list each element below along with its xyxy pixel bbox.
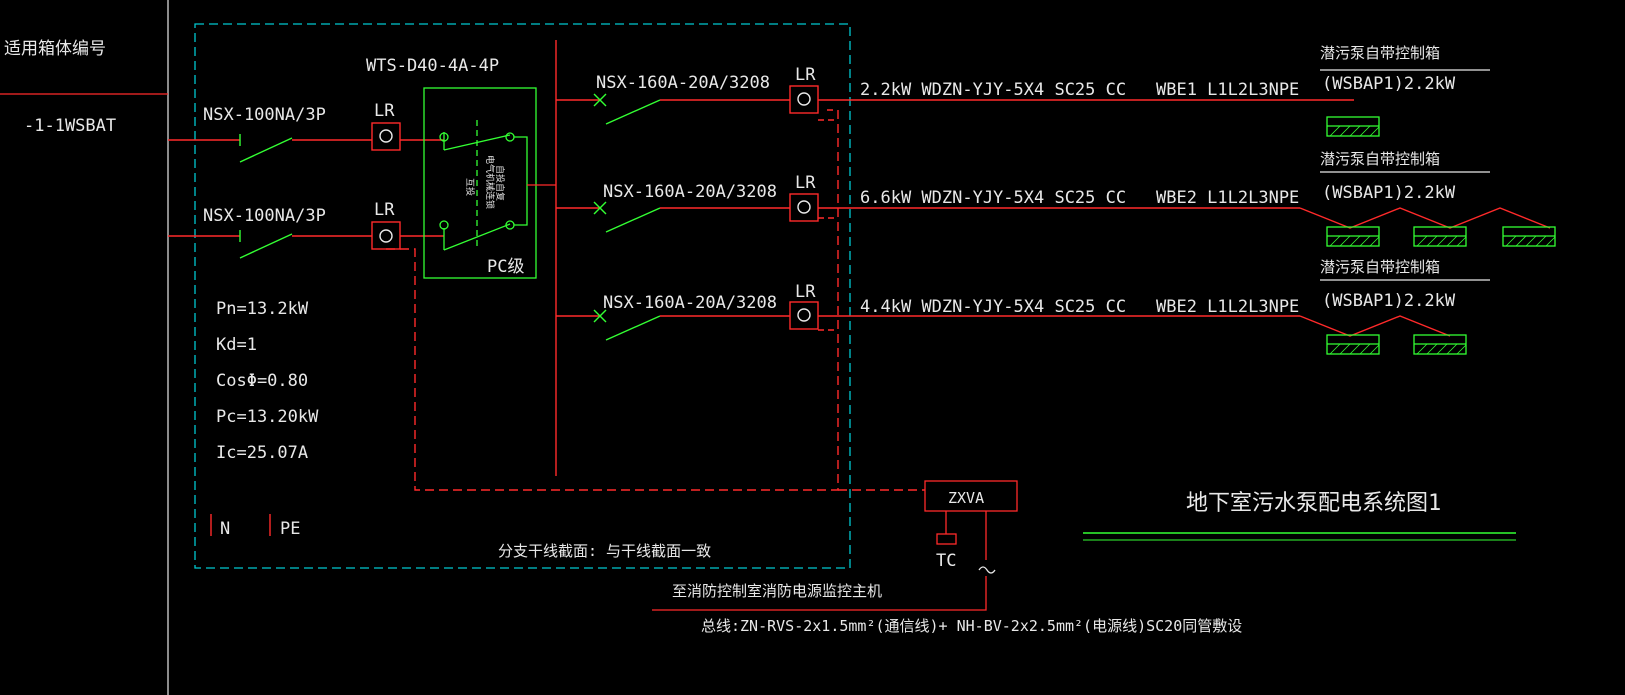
monitor-destination-text: 至消防控制室消防电源监控主机 <box>672 582 882 600</box>
outgoing-relay-1-label: LR <box>795 65 816 85</box>
incoming-feeders <box>168 109 839 491</box>
kd-value: Kd=1 <box>216 335 257 355</box>
incoming-breaker-1-label: NSX-100NA/3P <box>203 105 326 125</box>
pc-value: Pc=13.20kW <box>216 407 319 427</box>
outgoing-cable-1-label: 2.2kW WDZN-YJY-5X4 SC25 CC <box>860 80 1126 100</box>
ats-inner-text-2: 自投自复 <box>494 165 506 201</box>
legend-pe-label: PE <box>280 519 300 539</box>
monitor-bus-text: 总线:ZN-RVS-2x1.5mm²(通信线)+ NH-BV-2x2.5mm²(… <box>701 617 1242 635</box>
load-title-2: 潜污泵自带控制箱 <box>1320 150 1440 168</box>
outgoing-relay-3-label: LR <box>795 282 816 302</box>
box-id-header: 适用箱体编号 <box>4 39 106 59</box>
box-id-value: -1-1WSBAT <box>24 116 116 136</box>
ats-inner-text-3: 互投 <box>464 178 476 196</box>
outgoing-breaker-2-label: NSX-160A-20A/3208 <box>603 182 777 202</box>
load-value-3: (WSBAP1)2.2kW <box>1322 291 1456 311</box>
load-value-1: (WSBAP1)2.2kW <box>1322 74 1456 94</box>
outgoing-cable-2-label: 6.6kW WDZN-YJY-5X4 SC25 CC <box>860 188 1126 208</box>
monitor-tc-label: TC <box>936 551 956 571</box>
incoming-breaker-2-label: NSX-100NA/3P <box>203 206 326 226</box>
drawing-title: 地下室污水泵配电系统图1 <box>1186 491 1441 516</box>
load-value-2: (WSBAP1)2.2kW <box>1322 183 1456 203</box>
outgoing-feeders <box>556 85 1551 491</box>
monitor-module <box>652 480 1018 611</box>
left-panel: 适用箱体编号 -1-1WSBAT <box>0 0 169 695</box>
pn-value: Pn=13.2kW <box>216 299 309 319</box>
ic-value: Ic=25.07A <box>216 443 308 463</box>
pump-loads <box>1320 69 1490 281</box>
incoming-relay-2-label: LR <box>374 200 395 220</box>
branch-section-note: 分支干线截面: 与干线截面一致 <box>498 542 711 560</box>
incoming-relay-1-label: LR <box>374 101 395 121</box>
monitor-module-label: ZXVA <box>948 489 984 507</box>
load-title-3: 潜污泵自带控制箱 <box>1320 258 1440 276</box>
load-title-1: 潜污泵自带控制箱 <box>1320 44 1440 62</box>
cos-value: CosΦ=0.80 <box>216 371 308 391</box>
legend: N PE <box>210 514 300 539</box>
outgoing-breaker-3-label: NSX-160A-20A/3208 <box>603 293 777 313</box>
load-summary: Pn=13.2kW Kd=1 CosΦ=0.80 Pc=13.20kW Ic=2… <box>216 299 319 463</box>
pump-box-hatch <box>1329 125 1556 355</box>
outgoing-circuit-3-label: WBE2 L1L2L3NPE <box>1156 297 1299 317</box>
cabinet-frame <box>194 23 851 569</box>
outgoing-relay-2-label: LR <box>795 173 816 193</box>
ats-switch <box>423 87 556 279</box>
legend-n-label: N <box>220 519 230 539</box>
outgoing-circuit-1-label: WBE1 L1L2L3NPE <box>1156 80 1299 100</box>
outgoing-circuit-2-label: WBE2 L1L2L3NPE <box>1156 188 1299 208</box>
ats-model-label: WTS-D40-4A-4P <box>366 56 499 76</box>
ats-class-label: PC级 <box>487 257 524 277</box>
ats-inner-text-1: 电气机械连锁 <box>484 155 496 209</box>
outgoing-breaker-1-label: NSX-160A-20A/3208 <box>596 73 770 93</box>
pump-box-icons <box>1326 116 1556 355</box>
outgoing-cable-3-label: 4.4kW WDZN-YJY-5X4 SC25 CC <box>860 297 1126 317</box>
